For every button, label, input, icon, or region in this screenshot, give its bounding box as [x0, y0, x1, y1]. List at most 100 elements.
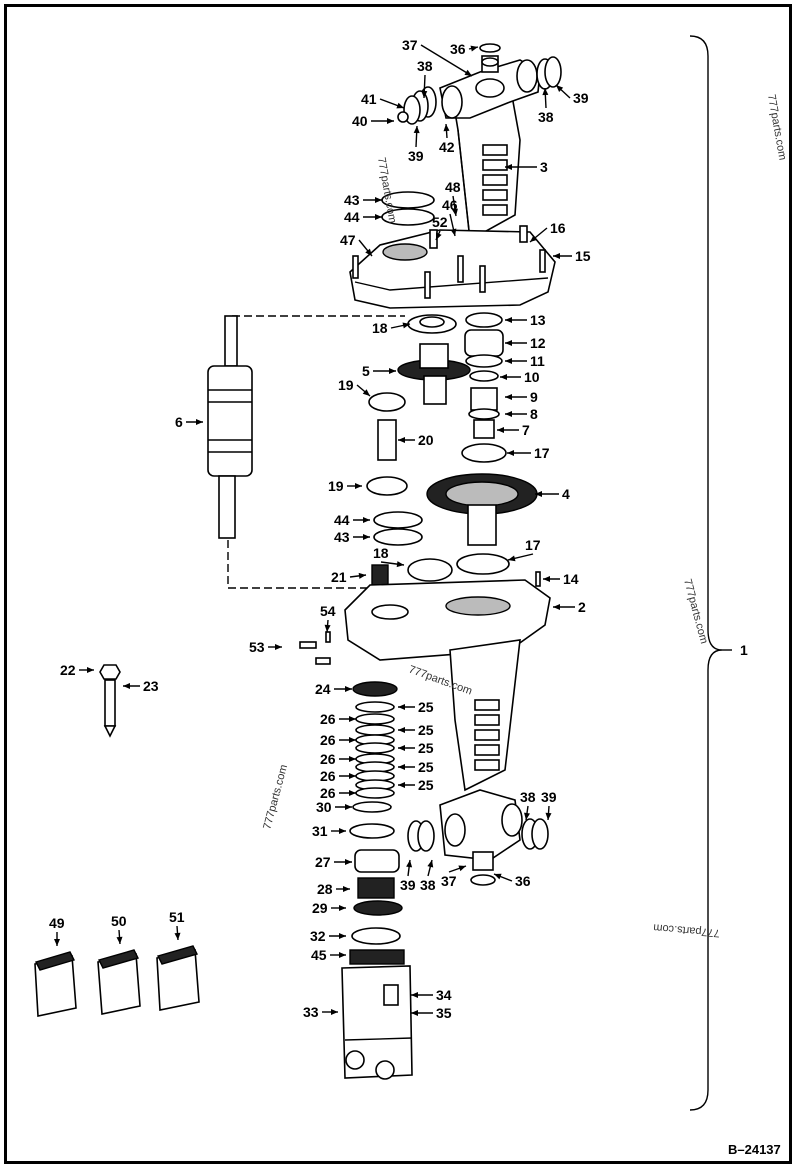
leader-arrow: [505, 317, 512, 323]
leader-arrow: [505, 394, 512, 400]
watermark-6: 777parts.com: [653, 921, 720, 939]
part-number-label: 19: [338, 377, 354, 393]
leader-arrow: [553, 604, 560, 610]
part-number-label: 18: [372, 320, 388, 336]
part-number-label: 43: [334, 529, 350, 545]
leader-arrow: [349, 790, 356, 796]
leader-arrow: [349, 716, 356, 722]
leader-arrow: [339, 933, 346, 939]
leader-arrow: [542, 88, 549, 96]
part-number-label: 39: [541, 789, 557, 805]
leader-arrow: [365, 248, 372, 256]
leader-arrow: [411, 1010, 418, 1016]
watermark-1: 777parts.com: [765, 93, 788, 161]
leader-arrow: [505, 340, 512, 346]
leader-arrow: [450, 228, 457, 236]
leader-arrow: [363, 517, 370, 523]
leader-arrow: [413, 126, 420, 134]
part-number-label: 36: [515, 873, 531, 889]
leader-arrow: [355, 483, 362, 489]
part-number-label: 37: [402, 37, 418, 53]
assembly-brace: [689, 35, 723, 1111]
part-number-label: 26: [320, 732, 336, 748]
part-number-label: 28: [317, 881, 333, 897]
part-number-label: 35: [436, 1005, 452, 1021]
leader-arrow: [396, 102, 404, 109]
leader-arrow: [402, 322, 410, 329]
part-number-label: 53: [249, 639, 265, 655]
part-number-label: 29: [312, 900, 328, 916]
leader-arrow: [535, 491, 542, 497]
part-number-label: 38: [420, 877, 436, 893]
part-number-label: 38: [538, 109, 554, 125]
part-number-label: 5: [362, 363, 370, 379]
leader-arrow: [553, 253, 560, 259]
leader-arrow: [54, 939, 60, 946]
leader-arrow: [505, 164, 512, 170]
spring-stack: [349, 681, 549, 945]
leader-arrow: [275, 644, 282, 650]
leader-arrow: [524, 812, 530, 820]
leader-arrow: [530, 235, 538, 242]
part-number-label: 26: [320, 768, 336, 784]
watermark-3: 777parts.com: [681, 578, 710, 645]
figure-code: B–24137: [728, 1142, 781, 1157]
part-number-label: 39: [408, 148, 424, 164]
diagram-frame: [4, 4, 792, 1164]
leader-arrow: [398, 764, 405, 770]
part-number-label: 27: [315, 854, 331, 870]
leader-arrow: [339, 952, 346, 958]
part-number-label: 37: [441, 873, 457, 889]
part-number-label: 45: [311, 947, 327, 963]
part-number-label: 32: [310, 928, 326, 944]
leader-arrow: [123, 683, 130, 689]
leader-arrow: [116, 936, 123, 944]
part-number-label: 46: [442, 197, 458, 213]
part-number-label: 34: [436, 987, 452, 1003]
part-number-label: 40: [352, 113, 368, 129]
part-number-label: 11: [530, 353, 545, 369]
part-number-label: 12: [530, 335, 546, 351]
assembly-label: 1: [740, 642, 748, 658]
part-number-label: 36: [450, 41, 466, 57]
part-number-label: 6: [175, 414, 183, 430]
part-number-label: 49: [49, 915, 65, 931]
part-number-label: 39: [573, 90, 589, 106]
part-number-label: 17: [534, 445, 550, 461]
leader-arrow: [389, 368, 396, 374]
part-number-label: 30: [316, 799, 332, 815]
watermark-2: 777parts.com: [375, 156, 398, 224]
part-number-label: 44: [334, 512, 350, 528]
part-number-label: 20: [418, 432, 434, 448]
leader-arrow: [345, 686, 352, 692]
leader-arrow: [331, 1009, 338, 1015]
leader-arrow: [406, 860, 413, 868]
part-number-label: 10: [524, 369, 540, 385]
leader-arrow: [470, 45, 478, 52]
leader-arrow: [398, 704, 405, 710]
leader-arrow: [398, 437, 405, 443]
leader-arrow: [458, 865, 466, 872]
leader-arrow: [443, 124, 450, 132]
part-number-label: 15: [575, 248, 591, 264]
leader-arrow: [375, 214, 382, 220]
part-number-label: 4: [562, 486, 570, 502]
leader-arrow: [349, 773, 356, 779]
leader-arrow: [464, 69, 472, 76]
leader-arrow: [451, 208, 458, 216]
part-number-label: 26: [320, 751, 336, 767]
leader-arrow: [398, 745, 405, 751]
part-number-label: 24: [315, 681, 331, 697]
part-number-label: 22: [60, 662, 76, 678]
leader-arrow: [349, 737, 356, 743]
leader-arrow: [87, 667, 94, 673]
leader-arrow: [358, 572, 366, 579]
part-number-label: 8: [530, 406, 538, 422]
part-number-label: 33: [303, 1004, 319, 1020]
part-number-label: 44: [344, 209, 360, 225]
leader-arrow: [174, 932, 181, 940]
leader-arrow: [363, 534, 370, 540]
leader-arrow: [494, 873, 502, 880]
part-number-label: 41: [361, 91, 377, 107]
